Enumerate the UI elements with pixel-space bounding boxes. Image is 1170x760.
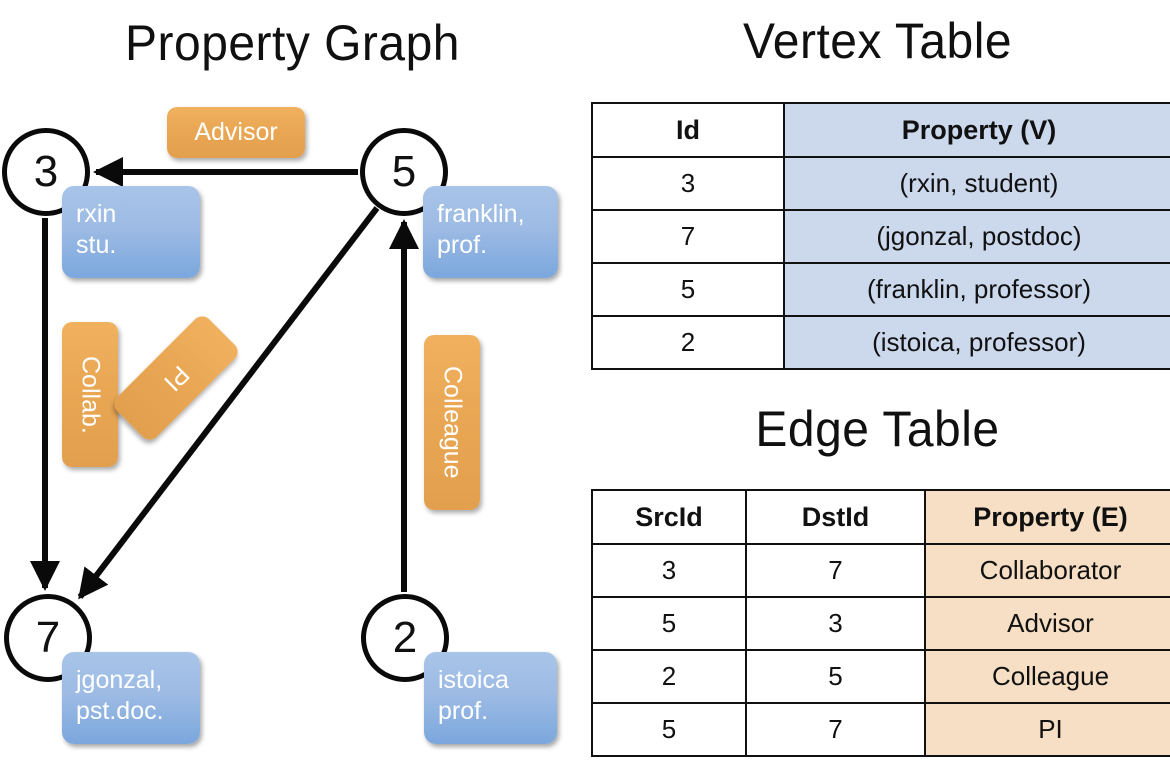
edge-table-cell-property: Collaborator bbox=[924, 543, 1170, 598]
vertex-table-cell-property: (istoica, professor) bbox=[783, 315, 1170, 370]
vertex-property-box-7: jgonzal, pst.doc. bbox=[62, 652, 200, 744]
graph-vertex-5[interactable]: 5 bbox=[360, 128, 448, 216]
vertex-property-box-3: rxin stu. bbox=[62, 186, 200, 278]
page-title-property-graph: Property Graph bbox=[125, 15, 460, 71]
edge-table-cell-dstid: 5 bbox=[745, 649, 926, 704]
graph-vertex-5-label: 5 bbox=[391, 147, 417, 196]
vertex-property-2-line1: istoica bbox=[438, 666, 509, 694]
table-row: 7 (jgonzal, postdoc) bbox=[591, 209, 1170, 264]
edge-label-colleague: Colleague bbox=[424, 335, 480, 510]
vertex-property-3-line2: stu. bbox=[76, 231, 117, 260]
table-row: 3 (rxin, student) bbox=[591, 156, 1170, 211]
edge-table-cell-property: PI bbox=[924, 702, 1170, 757]
graph-edge-5-to-7 bbox=[77, 206, 380, 600]
edge-table: SrcId DstId Property (E) 3 7 Collaborato… bbox=[591, 489, 1170, 757]
edge-table-cell-dstid: 3 bbox=[745, 596, 926, 651]
edge-table-cell-property: Colleague bbox=[924, 649, 1170, 704]
vertex-table-header-property: Property (V) bbox=[783, 102, 1170, 158]
graph-edges-layer bbox=[30, 157, 419, 600]
edge-table-cell-dstid: 7 bbox=[745, 702, 926, 757]
edge-label-colleague-text: Colleague bbox=[438, 366, 467, 479]
vertex-table-cell-property: (rxin, student) bbox=[783, 156, 1170, 211]
edge-label-collab: Collab. bbox=[62, 322, 118, 467]
vertex-property-3-line1: rxin bbox=[76, 200, 117, 228]
vertex-table-cell-id: 5 bbox=[591, 262, 785, 317]
edge-table-cell-property: Advisor bbox=[924, 596, 1170, 651]
edge-label-pi-text: PI bbox=[158, 360, 195, 397]
edge-table-cell-srcid: 5 bbox=[591, 702, 747, 757]
vertex-table-header-row: Id Property (V) bbox=[591, 102, 1170, 158]
edge-label-advisor-text: Advisor bbox=[194, 118, 278, 146]
edge-table-cell-dstid: 7 bbox=[745, 543, 926, 598]
edge-table-cell-srcid: 5 bbox=[591, 596, 747, 651]
edge-table-header-property: Property (E) bbox=[924, 489, 1170, 545]
vertex-table-cell-id: 3 bbox=[591, 156, 785, 211]
table-row: 3 7 Collaborator bbox=[591, 543, 1170, 598]
edge-table-cell-srcid: 3 bbox=[591, 543, 747, 598]
vertex-table-cell-property: (franklin, professor) bbox=[783, 262, 1170, 317]
edge-table-header-srcid: SrcId bbox=[591, 489, 747, 545]
vertex-table-header-id: Id bbox=[591, 102, 785, 158]
edge-label-advisor: Advisor bbox=[167, 107, 305, 158]
page-title-edge-table: Edge Table bbox=[755, 401, 1000, 457]
table-row: 2 5 Colleague bbox=[591, 649, 1170, 704]
graph-vertex-3-label: 3 bbox=[33, 147, 59, 196]
edge-table-cell-srcid: 2 bbox=[591, 649, 747, 704]
table-row: 5 (franklin, professor) bbox=[591, 262, 1170, 317]
table-row: 2 (istoica, professor) bbox=[591, 315, 1170, 370]
vertex-table-cell-id: 2 bbox=[591, 315, 785, 370]
property-graph-diagram: 3 5 7 2 rxin stu. franklin, prof. jgonza… bbox=[2, 107, 558, 744]
vertex-property-2-line2: prof. bbox=[438, 697, 489, 726]
vertex-property-box-2: istoica prof. bbox=[424, 652, 557, 744]
graph-vertex-2[interactable]: 2 bbox=[361, 594, 449, 682]
vertex-property-7-line1: jgonzal, bbox=[76, 666, 163, 694]
vertex-table: Id Property (V) 3 (rxin, student) 7 (jgo… bbox=[591, 102, 1170, 370]
table-row: 5 3 Advisor bbox=[591, 596, 1170, 651]
vertex-table-cell-property: (jgonzal, postdoc) bbox=[783, 209, 1170, 264]
vertex-property-7-line2: pst.doc. bbox=[76, 697, 164, 726]
vertex-table-cell-id: 7 bbox=[591, 209, 785, 264]
page-title-vertex-table: Vertex Table bbox=[742, 13, 1013, 69]
graph-vertex-7-label: 7 bbox=[35, 613, 61, 662]
vertex-property-5-line2: prof. bbox=[437, 231, 488, 260]
table-row: 5 7 PI bbox=[591, 702, 1170, 757]
edge-table-header-row: SrcId DstId Property (E) bbox=[591, 489, 1170, 545]
graph-vertex-2-label: 2 bbox=[392, 613, 418, 662]
edge-table-header-dstid: DstId bbox=[745, 489, 926, 545]
edge-label-collab-text: Collab. bbox=[76, 355, 105, 434]
vertex-property-5-line1: franklin, bbox=[437, 200, 525, 228]
vertex-property-box-5: franklin, prof. bbox=[423, 186, 558, 278]
